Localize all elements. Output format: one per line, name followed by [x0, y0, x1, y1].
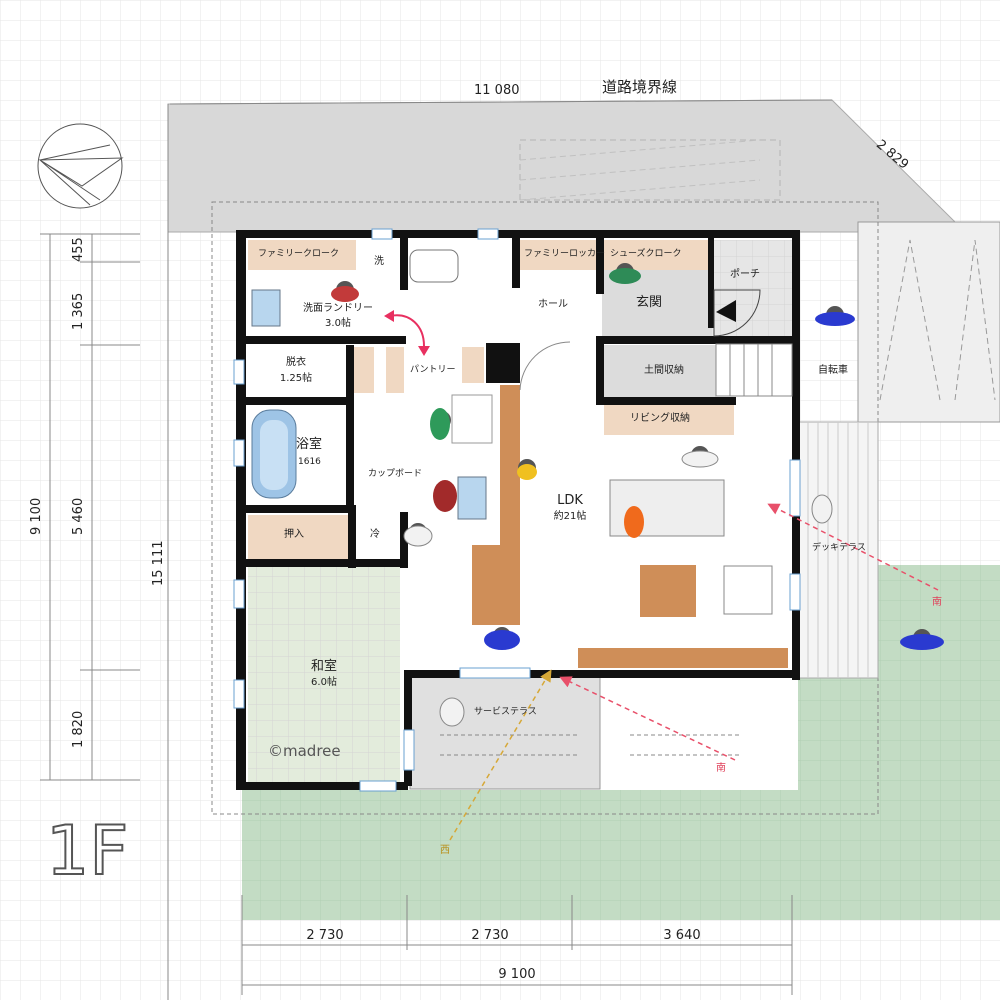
washroom-label: 洗面ランドリー — [303, 303, 373, 314]
ldk-area: 約21帖 — [553, 511, 587, 522]
oshiire-area — [248, 515, 348, 559]
pantry-label: パントリー — [410, 365, 456, 375]
service-terrace-label: サービステラス — [474, 707, 537, 717]
entrance-label: 玄関 — [636, 295, 663, 310]
bicycle-label: 自転車 — [818, 365, 848, 376]
shoes-cloak-label: シューズクローク — [610, 249, 682, 259]
bottom-dim-total: 9 100 — [498, 967, 536, 982]
people — [331, 263, 944, 727]
living-storage-label: リビング収納 — [630, 413, 690, 424]
washitsu-area: 6.0帖 — [311, 677, 337, 688]
deck-label: デッキテラス — [812, 543, 866, 553]
copyright-text: ©madree — [268, 742, 341, 760]
road-width-dim: 11 080 — [474, 83, 520, 98]
left-dim-1365: 1 365 — [71, 292, 86, 330]
left-dim-total: 9 100 — [29, 497, 44, 535]
ldk-label: LDK — [557, 493, 583, 508]
bottom-dim-3: 3 640 — [663, 928, 701, 943]
fridge-label: 冷 — [370, 529, 380, 540]
bath-label: 浴室 — [296, 437, 323, 452]
wall-top — [238, 230, 798, 238]
porch-label: ポーチ — [730, 269, 760, 280]
dressing-area: 1.25帖 — [279, 373, 313, 384]
doma-storage-floor — [604, 345, 716, 397]
family-cloak-label: ファミリークローク — [258, 249, 340, 259]
south-arrow-1 — [767, 503, 939, 591]
compass-icon — [37, 123, 124, 209]
hall-label: ホール — [538, 299, 568, 310]
oshiire-label: 押入 — [284, 529, 304, 540]
family-locker-shelf — [518, 240, 598, 270]
wall-bottom — [236, 782, 408, 790]
left-dim-1820: 1 820 — [71, 710, 86, 748]
living-storage — [604, 403, 734, 435]
tv-board — [578, 648, 788, 668]
family-locker-label: ファミリーロッカー — [524, 249, 606, 259]
west-label: 西 — [440, 845, 450, 856]
wall-right — [792, 230, 800, 680]
dressing-label: 脱衣 — [286, 357, 306, 368]
wall-left — [236, 230, 246, 790]
living-table — [640, 565, 696, 617]
south-label-2: 南 — [716, 763, 726, 774]
south-label-1: 南 — [932, 597, 942, 608]
parking-area — [857, 221, 1000, 423]
west-arrow — [449, 669, 552, 841]
kitchen-island — [500, 385, 520, 545]
lot-outline — [211, 201, 879, 815]
site-depth-dim: 15 111 — [151, 540, 166, 587]
bath-size-label: 1616 — [298, 457, 321, 467]
washroom-area: 3.0帖 — [325, 318, 351, 329]
bottom-dim-1: 2 730 — [306, 928, 344, 943]
wash-small-label: 洗 — [374, 256, 384, 267]
family-cloak-shelf — [248, 240, 356, 270]
left-dim-455: 455 — [71, 237, 86, 262]
cupboard-label: カップボード — [368, 469, 423, 479]
left-dim-5460: 5 460 — [71, 497, 86, 535]
doma-storage-label: 土間収納 — [644, 365, 684, 376]
washitsu-label: 和室 — [310, 659, 338, 674]
road-boundary-label: 道路境界線 — [602, 78, 678, 96]
south-arrow-2 — [559, 676, 736, 761]
floor-label: 1F — [45, 812, 129, 891]
dining-table — [472, 545, 520, 625]
bottom-dim-2: 2 730 — [471, 928, 509, 943]
service-terrace-floor — [409, 676, 601, 790]
